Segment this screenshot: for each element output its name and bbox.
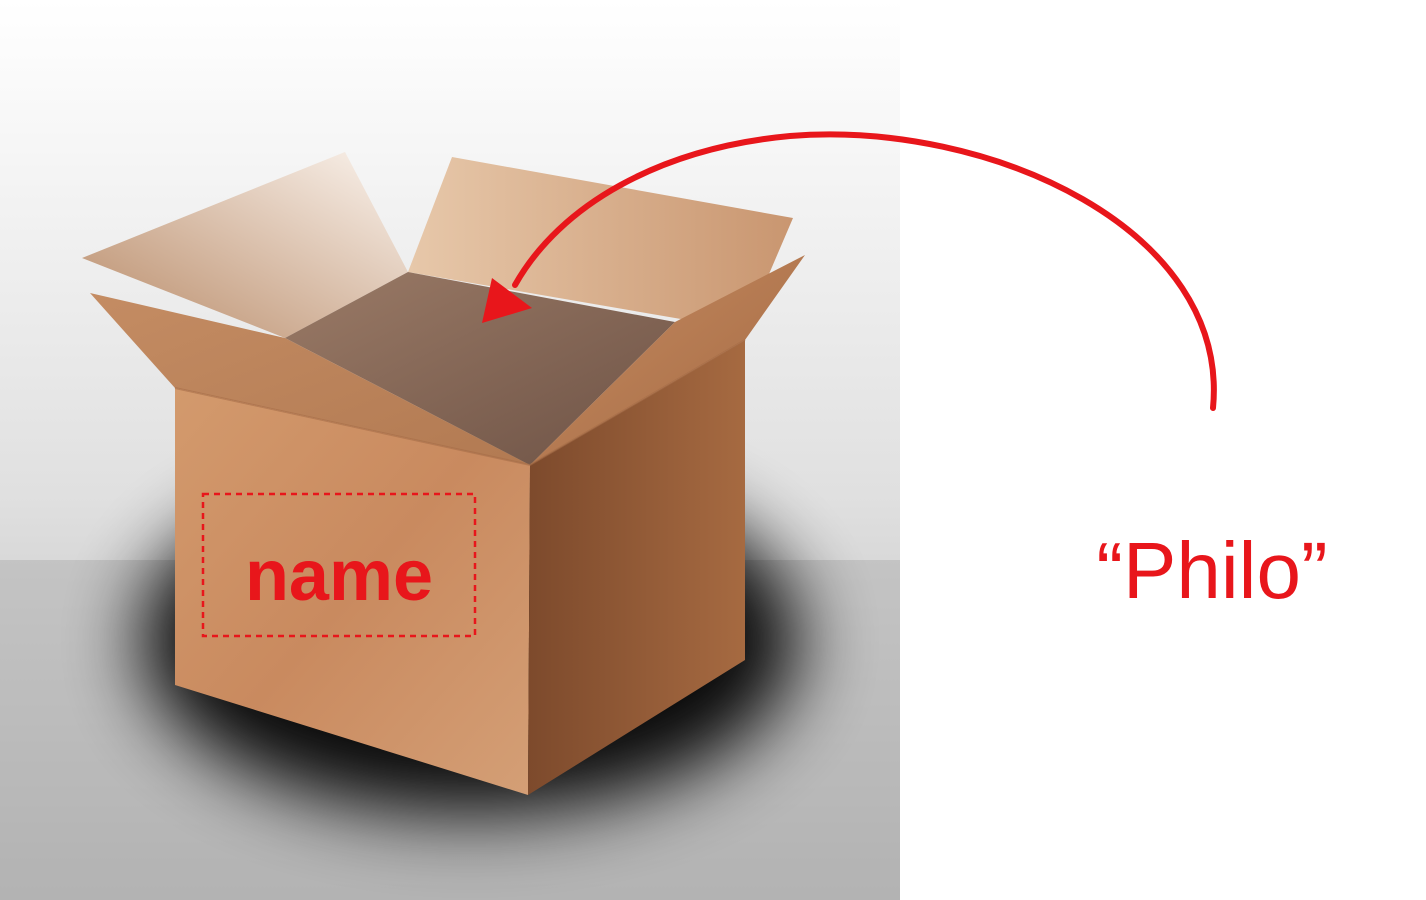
box-back-right-flap (408, 157, 793, 330)
box-front-face (175, 388, 530, 795)
value-text: “Philo” (1096, 526, 1327, 615)
curved-arrow-icon (482, 131, 1217, 411)
box-front-left-flap (90, 293, 530, 465)
open-cardboard-box-icon (82, 152, 805, 795)
box-back-left-flap (82, 152, 408, 338)
box-label-frame (201, 492, 477, 638)
box-label-text: name (245, 536, 433, 616)
box-front-right-flap (530, 255, 805, 465)
box-side-face (528, 340, 745, 795)
box-inside (285, 272, 675, 465)
